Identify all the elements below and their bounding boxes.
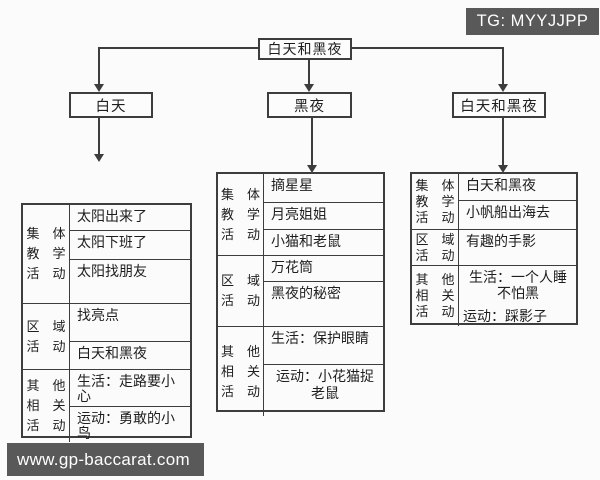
- daynight-node-label: 白天和黑夜: [460, 98, 538, 115]
- category-label-line: 相 关: [220, 363, 260, 379]
- arrowhead-icon: [94, 154, 104, 162]
- activity-cell: 太阳找朋友: [70, 259, 190, 303]
- group-collective-teaching: 集 体 教 学 活 动 太阳出来了 太阳下班了 太阳找朋友: [23, 205, 190, 303]
- activity-cell: 生活：保护眼睛: [271, 332, 369, 347]
- day-node: 白天: [69, 92, 153, 118]
- connector-left-horizontal: [98, 47, 259, 49]
- root-node: 白天和黑夜: [258, 38, 352, 60]
- group-area-activity: 区 域 活 动 有趣的手影: [412, 229, 576, 265]
- daynight-node: 白天和黑夜: [452, 92, 546, 118]
- activity-line: 生活：一个人睡不怕黑: [469, 271, 567, 302]
- activity-cell: 太阳出来了: [77, 210, 147, 225]
- night-node: 黑夜: [267, 92, 352, 118]
- activity-cell: 小猫和老鼠: [264, 229, 383, 255]
- category-label-line: 教 学: [415, 193, 455, 209]
- category-label-line: 活 动: [415, 247, 455, 263]
- category-label-line: 区 域: [220, 273, 260, 288]
- category-label-line: 活 动: [415, 304, 455, 319]
- arrowhead-icon: [307, 165, 317, 173]
- category-label-line: 活 动: [26, 266, 66, 281]
- plan-table-night: 集 体 教 学 活 动 摘星星 月亮姐姐 小猫和老鼠 区 域 活 动 万花筒 黑…: [216, 172, 385, 416]
- category-label-line: 其 他: [26, 378, 66, 393]
- category-label-line: 其 他: [220, 343, 260, 359]
- category-label-line: 集 体: [415, 177, 455, 193]
- category-label-line: 活 动: [220, 226, 260, 242]
- activity-cell: 找亮点: [77, 309, 119, 324]
- activity-cell: 白天和黑夜: [466, 179, 536, 194]
- category-label-line: 其 他: [415, 272, 455, 287]
- category-label: 其 他 相 关 活 动: [23, 370, 70, 442]
- category-label: 集 体 教 学 活 动: [412, 174, 459, 229]
- group-other-related: 其 他 相 关 活 动 生活：保护眼睛 运动：小花猫捉老鼠: [218, 326, 383, 416]
- plan-table-daynight: 集 体 教 学 活 动 白天和黑夜 小帆船出海去 区 域 活 动 有趣的手影 其…: [410, 172, 578, 326]
- activity-cell: 万花筒: [271, 261, 313, 276]
- connector-daynight-to-table: [502, 118, 504, 165]
- activity-cell: 运动：勇敢的小鸟: [70, 406, 190, 442]
- category-label: 其 他 相 关 活 动: [218, 327, 264, 416]
- night-node-label: 黑夜: [294, 98, 325, 115]
- activity-cell: 有趣的手影: [466, 235, 536, 250]
- arrowhead-icon: [304, 84, 314, 92]
- group-area-activity: 区 域 活 动 找亮点 白天和黑夜: [23, 303, 190, 369]
- category-label: 区 域 活 动: [218, 256, 264, 326]
- arrowhead-icon: [94, 84, 104, 92]
- activity-cell: 生活：走路要小心: [77, 375, 175, 405]
- category-label-line: 集 体: [26, 226, 66, 241]
- category-label-line: 集 体: [220, 186, 260, 202]
- category-label-line: 区 域: [415, 231, 455, 247]
- category-label-line: 教 学: [220, 206, 260, 222]
- category-label-line: 活 动: [415, 209, 455, 225]
- connector-day-to-table: [98, 118, 100, 154]
- connector-left-vertical: [98, 47, 100, 84]
- activity-cell: 太阳下班了: [70, 230, 190, 259]
- activity-cell: 小帆船出海去: [459, 200, 576, 229]
- tg-badge: TG: MYYJJPP: [466, 8, 599, 35]
- group-collective-teaching: 集 体 教 学 活 动 白天和黑夜 小帆船出海去: [412, 174, 576, 229]
- connector-right-vertical: [502, 47, 504, 84]
- category-label: 区 域 活 动: [412, 230, 459, 265]
- activity-cell: 运动：小花猫捉老鼠: [264, 364, 383, 416]
- activity-cell: 白天和黑夜: [70, 341, 190, 369]
- category-label-line: 活 动: [220, 383, 260, 399]
- day-node-label: 白天: [95, 98, 127, 115]
- arrowhead-icon: [498, 165, 508, 173]
- category-label: 其 他 相 关 活 动: [412, 266, 459, 326]
- activity-cell: 黑夜的秘密: [264, 281, 383, 326]
- connector-night-to-table: [311, 118, 313, 165]
- watermark-bar: www.gp-baccarat.com: [7, 443, 204, 476]
- category-label-line: 相 关: [415, 288, 455, 303]
- arrowhead-icon: [498, 84, 508, 92]
- category-label: 区 域 活 动: [23, 304, 70, 369]
- group-area-activity: 区 域 活 动 万花筒 黑夜的秘密: [218, 255, 383, 326]
- category-label-line: 活 动: [220, 293, 260, 308]
- plan-table-day: 集 体 教 学 活 动 太阳出来了 太阳下班了 太阳找朋友 区 域 活 动 找亮…: [21, 203, 192, 442]
- group-collective-teaching: 集 体 教 学 活 动 摘星星 月亮姐姐 小猫和老鼠: [218, 174, 383, 255]
- group-other-related: 其 他 相 关 活 动 生活：一个人睡不怕黑 运动：踩影子: [412, 265, 576, 326]
- category-label-line: 活 动: [26, 338, 66, 354]
- activity-cell: 生活：一个人睡不怕黑 运动：踩影子: [459, 266, 576, 326]
- activity-cell: 月亮姐姐: [264, 202, 383, 229]
- category-label-line: 相 关: [26, 398, 66, 413]
- connector-right-horizontal: [352, 47, 503, 49]
- connector-mid-vertical: [308, 60, 310, 84]
- category-label: 集 体 教 学 活 动: [23, 205, 70, 303]
- activity-cell: 摘星星: [271, 179, 313, 194]
- group-other-related: 其 他 相 关 活 动 生活：走路要小心 运动：勇敢的小鸟: [23, 369, 190, 442]
- category-label: 集 体 教 学 活 动: [218, 174, 264, 255]
- activity-line: 运动：踩影子: [463, 310, 547, 325]
- watermark-text: www.gp-baccarat.com: [17, 449, 190, 469]
- tg-badge-text: TG: MYYJJPP: [476, 12, 589, 30]
- category-label-line: 区 域: [26, 318, 66, 334]
- root-node-label: 白天和黑夜: [267, 43, 343, 58]
- category-label-line: 教 学: [26, 246, 66, 261]
- category-label-line: 活 动: [26, 418, 66, 433]
